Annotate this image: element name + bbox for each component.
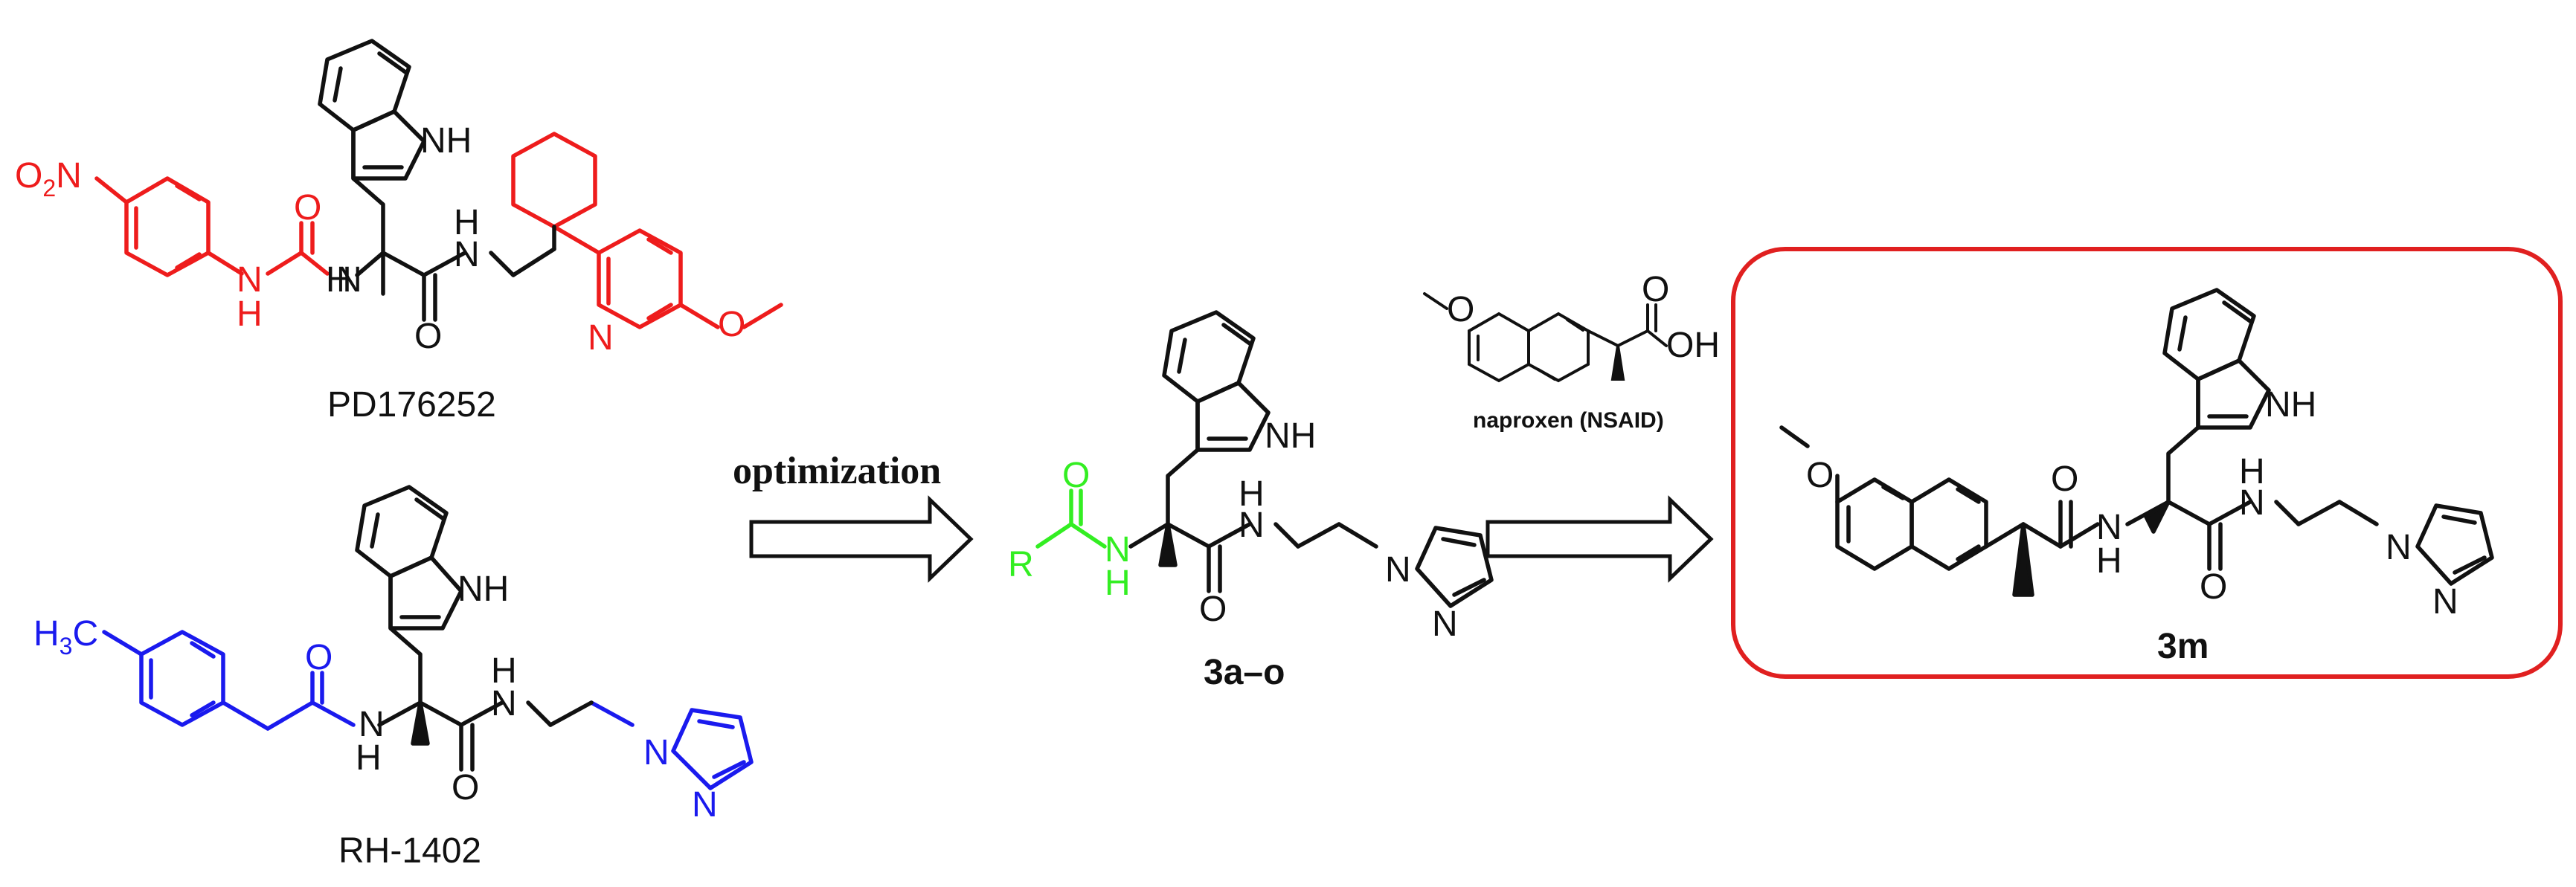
3m-methoxy-o: O	[1806, 456, 1834, 495]
label-naproxen: naproxen (NSAID)	[1473, 408, 1664, 433]
3m-amide-h1: H	[2096, 541, 2122, 581]
naproxen-bonds	[1423, 292, 1668, 383]
rh-amide-h2: H	[491, 651, 517, 691]
pd-urea-nh1: N	[237, 260, 263, 300]
label-optimization: optimization	[733, 450, 941, 492]
series-indole-nh: NH	[1265, 416, 1316, 456]
highlight-box-3m	[1731, 247, 2563, 679]
3m-imidazole-n1: N	[2386, 528, 2412, 567]
rh-amide-oxygen: O	[452, 768, 479, 807]
pd-urea-h1: H	[237, 294, 263, 334]
series-amide-n2: N	[1239, 506, 1265, 545]
label-3m: 3m	[2157, 627, 2209, 666]
3m-amide-h2: H	[2239, 452, 2265, 491]
pd-indole-nh: NH	[420, 121, 472, 161]
series-amide-h1: H	[1105, 564, 1131, 603]
pd-tryptophan-core	[318, 39, 556, 322]
rh-imidazole-n1: N	[643, 733, 669, 773]
pd-urea-nh2: H	[326, 260, 352, 300]
rh-amide-n1: N	[359, 705, 385, 744]
pd-methoxy-o: O	[718, 305, 745, 344]
3m-imidazole-n3: N	[2432, 582, 2458, 622]
molecule-series-3a-o: R O N H O N H NH N N 3a–o	[1008, 310, 1494, 692]
rh-tolylacetyl	[102, 630, 754, 790]
label-rh1402: RH-1402	[338, 831, 481, 871]
series-acyl-group	[1035, 488, 1107, 549]
naproxen-carbonyl-o: O	[1642, 270, 1669, 309]
rh-methyl-label: H3C	[33, 614, 98, 659]
hollow-right-arrow-icon	[1485, 495, 1714, 583]
rh-imidazole-n3: N	[692, 785, 718, 825]
molecule-rh1402: H3C O N H O N H NH N N RH-1402	[33, 485, 754, 871]
pd-urea-n2: N	[336, 260, 362, 300]
pd-nitro-label: O2N	[15, 156, 82, 201]
pd-nitrophenyl-urea	[94, 132, 783, 329]
series-imidazole-n1: N	[1385, 550, 1411, 590]
molecule-3m: O O N H O N H NH N N 3m	[1779, 288, 2494, 666]
3m-indole-nh: NH	[2265, 385, 2316, 425]
molecule-pd176252: O2N N H O H N O N H NH N O PD176252	[15, 39, 783, 425]
pd-amide-h: H	[454, 203, 480, 242]
series-amide-h2: H	[1239, 474, 1265, 514]
3m-amide-n2: N	[2239, 483, 2265, 523]
series-amide-oxygen: O	[1199, 590, 1227, 629]
series-acyl-oxygen: O	[1062, 456, 1090, 495]
naproxen-methoxy-o: O	[1447, 290, 1474, 329]
3m-amide-n1: N	[2096, 508, 2122, 547]
rh-amide-n2: N	[491, 684, 517, 723]
pd-amide-oxygen: O	[414, 317, 442, 356]
pd-urea-oxygen: O	[294, 188, 321, 228]
rh-indole-nh: NH	[457, 570, 509, 609]
3m-amide-oxygen: O	[2200, 567, 2227, 607]
rh-amide-h1: H	[356, 738, 382, 778]
label-series-3a-o: 3a–o	[1204, 653, 1285, 692]
rh-acyl-oxygen: O	[305, 638, 333, 677]
series-amide-n1: N	[1105, 530, 1131, 570]
3m-bonds	[1779, 288, 2494, 597]
label-pd176252: PD176252	[327, 385, 496, 425]
series-core	[1128, 310, 1494, 608]
3m-acyl-oxygen: O	[2051, 459, 2078, 499]
series-imidazole-n3: N	[1432, 604, 1458, 644]
rh-tryptophan-core	[355, 485, 594, 772]
naproxen-hydroxyl: OH	[1666, 326, 1720, 365]
pd-amide-n: N	[454, 235, 480, 274]
hollow-right-arrow-icon	[749, 495, 974, 583]
series-r-group: R	[1008, 545, 1034, 584]
molecule-naproxen: O O OH naproxen (NSAID)	[1423, 270, 1720, 433]
pd-pyridine-n: N	[588, 318, 614, 358]
